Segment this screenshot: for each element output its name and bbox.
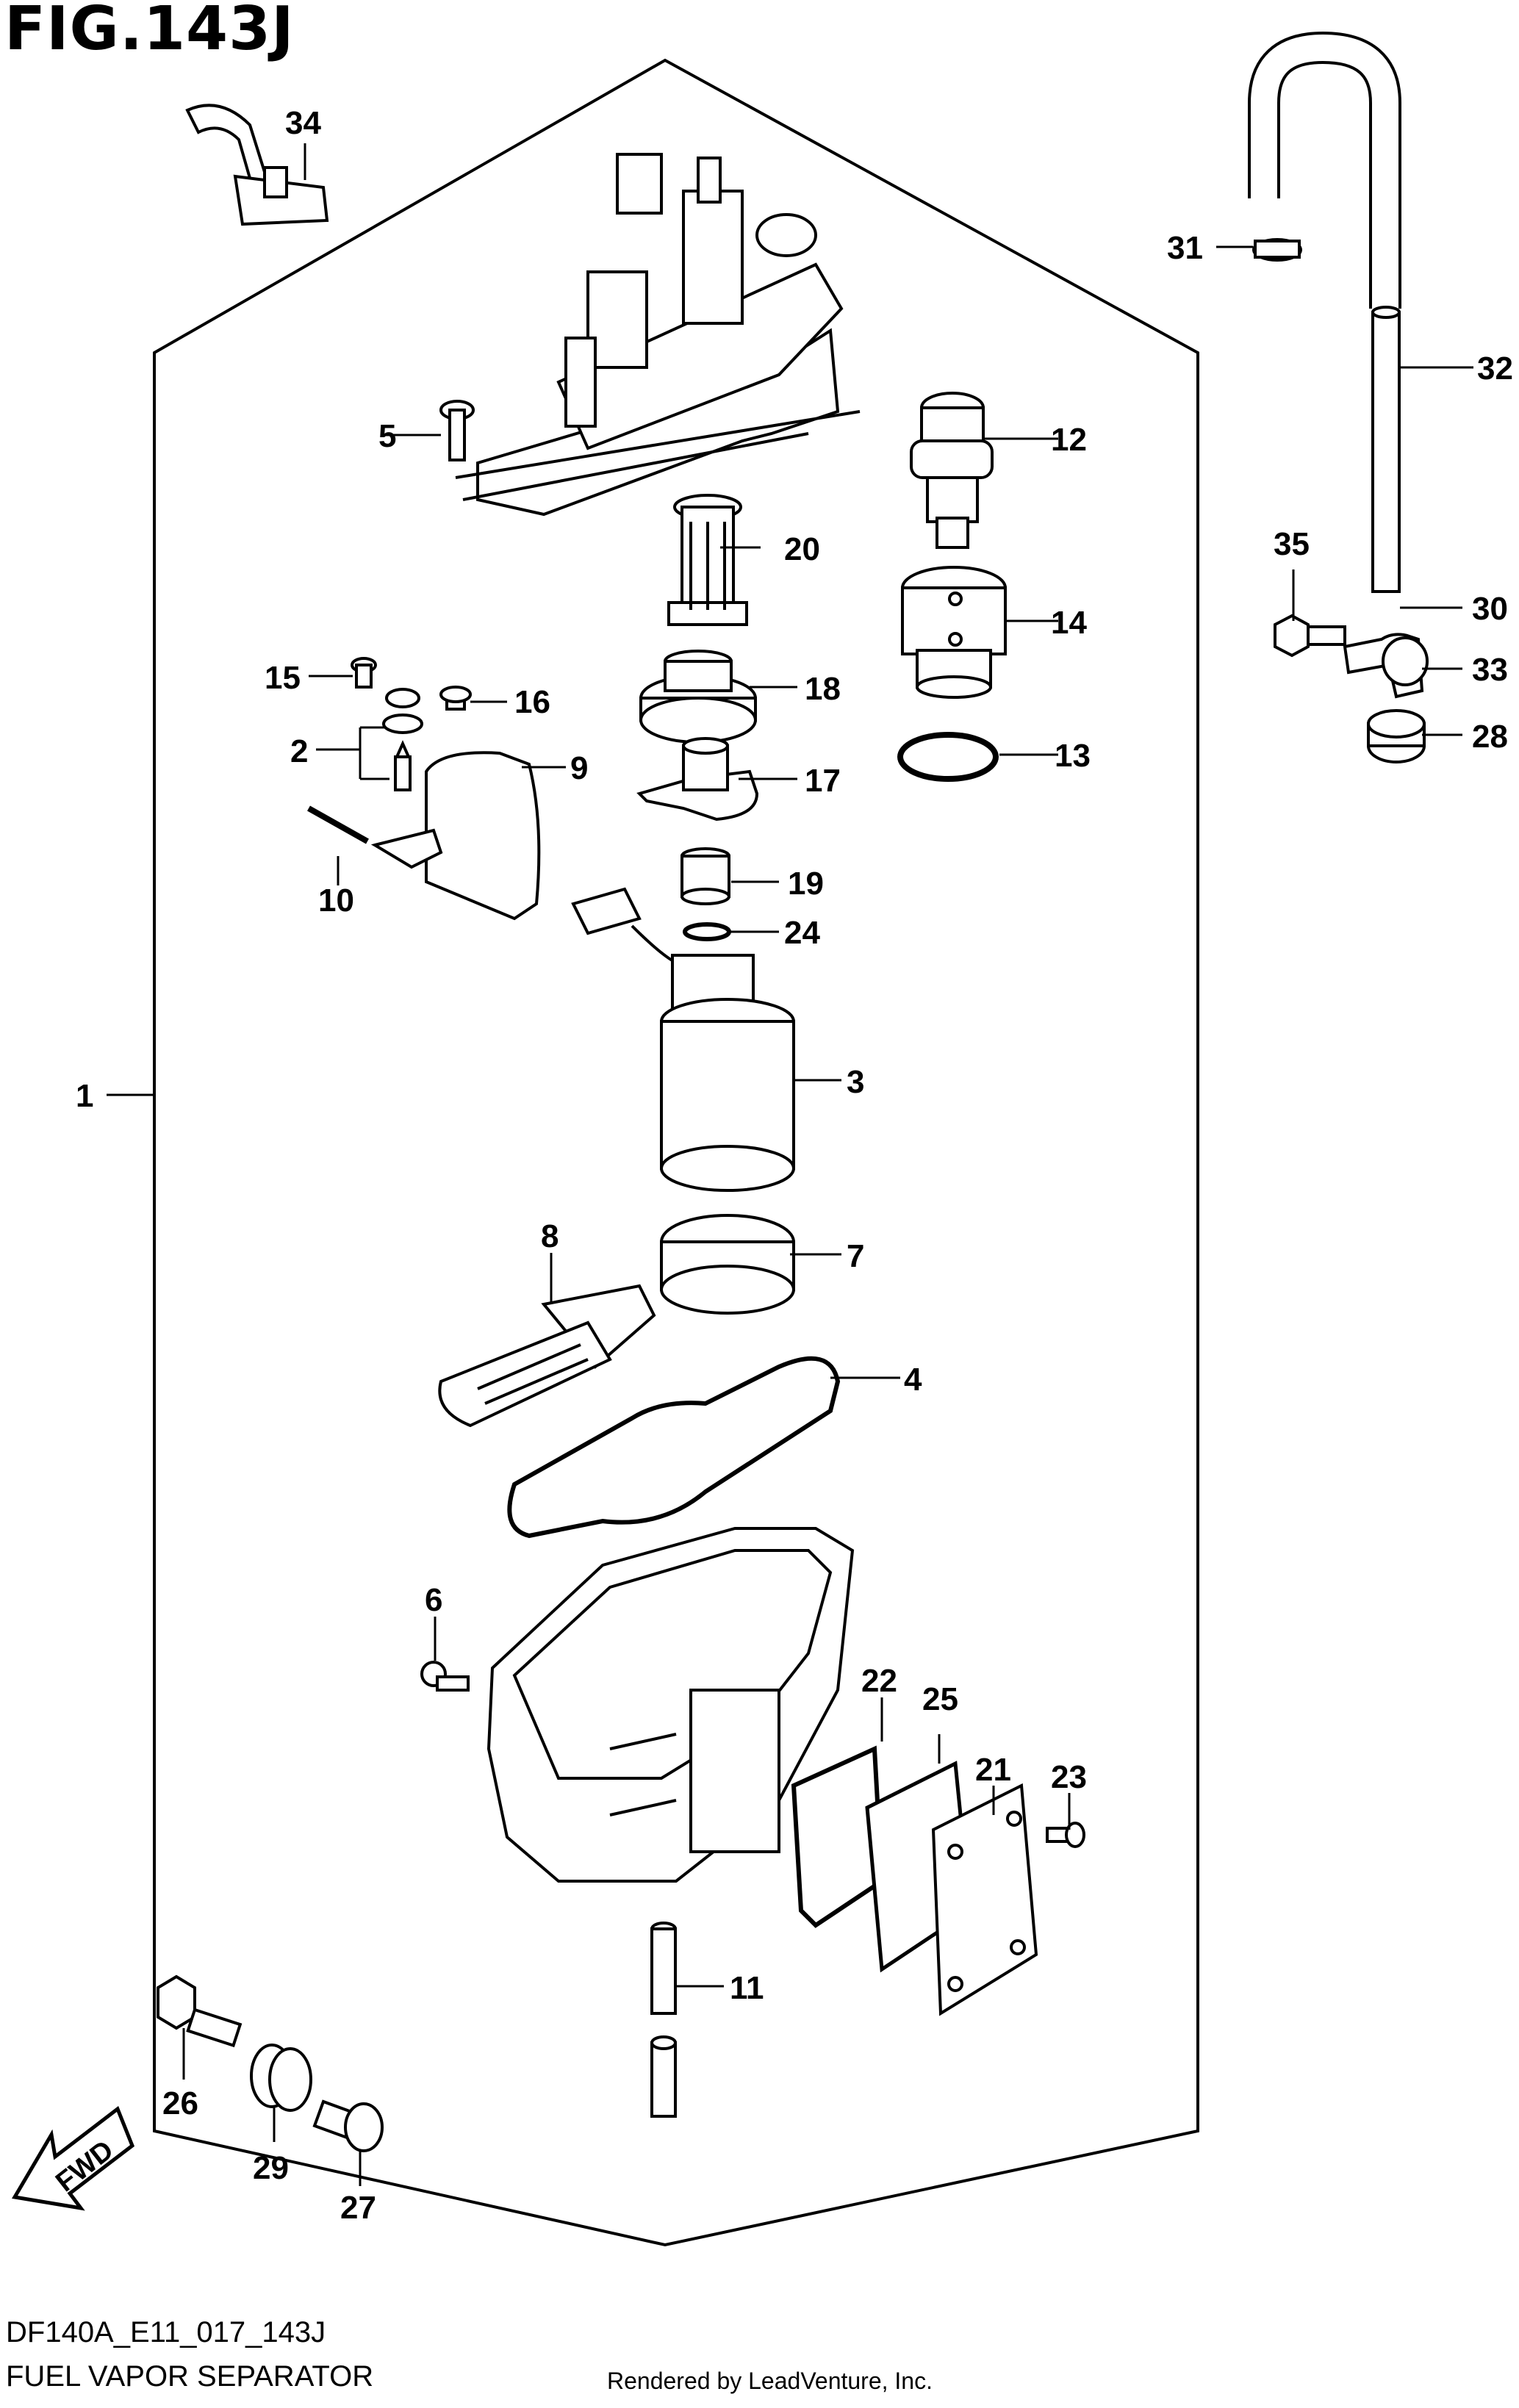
callout-16: 16 [514, 684, 550, 720]
callout-31: 31 [1167, 230, 1203, 266]
part-21-cover-plate [931, 1783, 1038, 2016]
callout-29: 29 [253, 2150, 289, 2186]
callout-11: 11 [730, 1970, 764, 2006]
callout-19: 19 [788, 866, 824, 902]
part-31-hose-clip [1252, 238, 1302, 262]
part-29-grommet [250, 2044, 312, 2112]
part-16-screw [439, 686, 472, 711]
part-13-o-ring [897, 732, 999, 782]
callout-10: 10 [318, 883, 354, 919]
callout-34: 34 [285, 105, 321, 141]
callout-30: 30 [1472, 591, 1508, 627]
part-17-bracket [636, 737, 759, 822]
callout-23: 23 [1051, 1759, 1087, 1795]
part-4-gasket [507, 1356, 841, 1539]
part-6-plug [420, 1661, 470, 1692]
part-10-pin [307, 805, 443, 869]
callout-27: 27 [340, 2190, 376, 2226]
figure-title: FIG.143J [4, 0, 295, 64]
callout-26: 26 [162, 2085, 198, 2121]
callout-4: 4 [904, 1362, 922, 1398]
callout-21: 21 [975, 1752, 1011, 1788]
part-26-bolt [157, 1974, 243, 2048]
callout-12: 12 [1051, 422, 1087, 458]
part-27-collar [312, 2099, 384, 2152]
part-18-seal [639, 650, 757, 744]
callout-17: 17 [805, 763, 841, 799]
callout-20: 20 [784, 531, 820, 567]
part-5-screw [439, 400, 475, 461]
callout-14: 14 [1051, 605, 1087, 641]
part-12-regulator [910, 392, 994, 549]
part-14-housing [901, 566, 1007, 699]
part-20-filter [667, 494, 748, 626]
part-34-clamp [185, 104, 329, 226]
callout-leaders [107, 143, 1473, 2186]
callout-1: 1 [76, 1078, 93, 1114]
callout-9: 9 [570, 750, 588, 786]
render-credit: Rendered by LeadVenture, Inc. [607, 2368, 933, 2394]
callout-3: 3 [847, 1064, 864, 1100]
part-32-hose [1248, 31, 1401, 593]
callout-25: 25 [922, 1681, 958, 1717]
callout-2: 2 [290, 733, 308, 769]
part-11-pin [650, 1922, 677, 2118]
callout-5: 5 [378, 418, 396, 454]
part-2-float-valve [382, 688, 423, 791]
part-9-float [425, 751, 541, 921]
float-chamber-body [486, 1527, 855, 1883]
part-35-bolt [1274, 614, 1346, 658]
part-33-clamp [1343, 633, 1429, 699]
drawing-code: DF140A_E11_017_143J [6, 2316, 326, 2348]
fwd-direction-arrow: FWD [12, 2106, 135, 2211]
callout-24: 24 [784, 915, 820, 951]
callout-15: 15 [265, 660, 301, 696]
part-28-grommet [1367, 709, 1426, 763]
callout-28: 28 [1472, 719, 1508, 755]
callout-35: 35 [1274, 526, 1310, 562]
part-23-screw [1046, 1822, 1085, 1848]
callout-7: 7 [847, 1238, 864, 1274]
drawing-name: FUEL VAPOR SEPARATOR [6, 2360, 374, 2393]
callout-8: 8 [541, 1218, 559, 1254]
callout-18: 18 [805, 671, 841, 707]
separator-cover [455, 153, 861, 517]
part-7-pump-holder [660, 1214, 795, 1315]
part-3-fuel-pump [571, 887, 795, 1192]
callout-32: 32 [1477, 351, 1513, 387]
callout-numbers: 1 2 3 4 5 6 7 8 9 10 11 12 13 14 15 16 1… [76, 105, 1513, 2226]
assembly-frame [153, 58, 1199, 2247]
part-22-gasket [791, 1745, 885, 1928]
callout-13: 13 [1055, 738, 1091, 774]
part-15-screw [351, 657, 377, 689]
part-24-o-ring [683, 922, 731, 941]
part-8-strainer [438, 1284, 656, 1428]
callout-33: 33 [1472, 652, 1508, 688]
part-19-damper [681, 847, 730, 905]
callout-22: 22 [861, 1663, 897, 1699]
callout-6: 6 [425, 1582, 442, 1618]
